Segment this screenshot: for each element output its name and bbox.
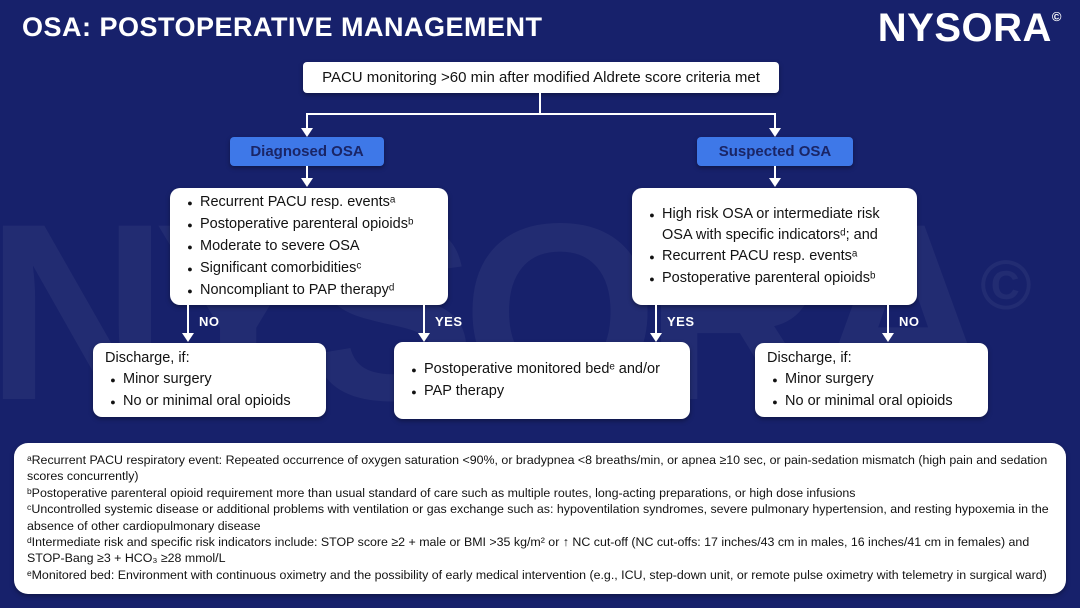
criteria-item: ● Recurrent PACU resp. eventsᵃ	[642, 246, 909, 268]
criteria-item-text: Moderate to severe OSA	[200, 237, 360, 254]
connector-left-drop	[306, 113, 308, 130]
arrowhead-left-yes	[418, 333, 430, 342]
bullet-icon: ●	[187, 219, 193, 230]
discharge-title: Discharge, if:	[767, 349, 852, 366]
outcome-box-discharge-left: Discharge, if: ● Minor surgery ● No or m…	[93, 343, 326, 417]
outcome-item-text: No or minimal oral opioids	[123, 392, 291, 409]
edge-label-right-yes: YES	[667, 314, 695, 329]
edge-label-left-no: NO	[199, 314, 220, 329]
connector-right-yes-stem	[655, 305, 657, 334]
arrowhead-right-yes	[650, 333, 662, 342]
bullet-icon: ●	[649, 251, 655, 262]
root-node-pacu-monitoring: PACU monitoring >60 min after modified A…	[303, 62, 779, 93]
node-diagnosed-osa: Diagnosed OSA	[230, 137, 384, 166]
suspected-osa-label: Suspected OSA	[718, 143, 832, 160]
discharge-title: Discharge, if:	[105, 349, 190, 366]
connector-right-drop	[774, 113, 776, 130]
connector-root-stem	[539, 92, 541, 115]
criteria-item-text: Recurrent PACU resp. eventsᵃ	[200, 193, 396, 210]
connector-split-line	[306, 113, 776, 115]
outcome-item: ● Minor surgery	[765, 369, 978, 391]
outcome-item-text: Postoperative monitored bedᵉ and/or	[424, 360, 660, 377]
outcome-item: ● Minor surgery	[103, 369, 316, 391]
outcome-item-text: Minor surgery	[123, 370, 212, 387]
edge-label-left-yes: YES	[435, 314, 463, 329]
bullet-icon: ●	[411, 364, 417, 375]
discharge-right-items: ● Minor surgery ● No or minimal oral opi…	[765, 369, 978, 413]
page-title: OSA: POSTOPERATIVE MANAGEMENT	[22, 12, 543, 42]
criteria-item-text: Recurrent PACU resp. eventsᵃ	[662, 247, 858, 264]
edge-label-right-no: NO	[899, 314, 920, 329]
criteria-item-text: Noncompliant to PAP therapyᵈ	[200, 281, 395, 298]
footnote: ᵃRecurrent PACU respiratory event: Repea…	[27, 453, 1048, 484]
arrowhead-right-no	[882, 333, 894, 342]
criteria-item-text: Significant comorbiditiesᶜ	[200, 259, 362, 276]
connector-left-yes-stem	[423, 305, 425, 334]
criteria-item: ● Postoperative parenteral opioidsᵇ	[180, 214, 440, 236]
criteria-item: ● Noncompliant to PAP therapyᵈ	[180, 280, 440, 302]
outcome-box-discharge-right: Discharge, if: ● Minor surgery ● No or m…	[755, 343, 988, 417]
outcome-item-text: No or minimal oral opioids	[785, 392, 953, 409]
outcome-item-text: PAP therapy	[424, 382, 505, 399]
discharge-left-items: ● Minor surgery ● No or minimal oral opi…	[103, 369, 316, 413]
diagnosed-osa-label: Diagnosed OSA	[250, 143, 364, 160]
connector-right-no-stem	[887, 305, 889, 334]
outcome-item: ● No or minimal oral opioids	[103, 391, 316, 413]
outcome-box-monitored-bed: ● Postoperative monitored bedᵉ and/or ● …	[394, 342, 690, 419]
connector-left-no-stem	[187, 305, 189, 334]
arrowhead-to-left-criteria	[301, 178, 313, 187]
nysora-logo: NYSORA©	[878, 6, 1062, 51]
criteria-item-text: Postoperative parenteral opioidsᵇ	[200, 215, 414, 232]
bullet-icon: ●	[772, 374, 778, 385]
connector-suspected-stem	[774, 166, 776, 179]
bullet-icon: ●	[411, 386, 417, 397]
outcome-item: ● Postoperative monitored bedᵉ and/or	[404, 359, 680, 381]
bullet-icon: ●	[187, 285, 193, 296]
connector-diagnosed-stem	[306, 166, 308, 179]
logo-copyright-mark: ©	[1051, 9, 1062, 24]
bullet-icon: ●	[110, 374, 116, 385]
criteria-item: ● Postoperative parenteral opioidsᵇ	[642, 268, 909, 290]
bullet-icon: ●	[649, 273, 655, 284]
bullet-icon: ●	[187, 263, 193, 274]
footnote: ᵈIntermediate risk and specific risk ind…	[27, 535, 1030, 566]
outcome-item-text: Minor surgery	[785, 370, 874, 387]
criteria-item: ● Moderate to severe OSA	[180, 236, 440, 258]
outcome-item: ● No or minimal oral opioids	[765, 391, 978, 413]
criteria-box-diagnosed: ● Recurrent PACU resp. eventsᵃ ● Postope…	[170, 188, 448, 305]
bullet-icon: ●	[110, 396, 116, 407]
bullet-icon: ●	[187, 197, 193, 208]
arrowhead-to-right-criteria	[769, 178, 781, 187]
footnote: ᵇPostoperative parenteral opioid require…	[27, 485, 856, 500]
criteria-item: ● Significant comorbiditiesᶜ	[180, 258, 440, 280]
criteria-item: ● Recurrent PACU resp. eventsᵃ	[180, 192, 440, 214]
arrowhead-to-suspected	[769, 128, 781, 137]
bullet-icon: ●	[649, 209, 655, 220]
criteria-item-text: High risk OSA or intermediate risk OSA w…	[662, 205, 880, 243]
arrowhead-left-no	[182, 333, 194, 342]
footnote: ᶜUncontrolled systemic disease or additi…	[27, 502, 1049, 533]
root-node-label: PACU monitoring >60 min after modified A…	[322, 69, 760, 86]
logo-text: NYSORA	[877, 6, 1052, 50]
watermark-copyright-mark: ©	[980, 246, 1032, 324]
criteria-item: ● High risk OSA or intermediate risk OSA…	[642, 204, 909, 246]
criteria-item-text: Postoperative parenteral opioidsᵇ	[662, 269, 876, 286]
bullet-icon: ●	[187, 241, 193, 252]
node-suspected-osa: Suspected OSA	[697, 137, 853, 166]
footnote: ᵉMonitored bed: Environment with continu…	[27, 567, 1047, 582]
footnotes-panel: ᵃRecurrent PACU respiratory event: Repea…	[14, 443, 1066, 594]
criteria-box-suspected: ● High risk OSA or intermediate risk OSA…	[632, 188, 917, 305]
bullet-icon: ●	[772, 396, 778, 407]
arrowhead-to-diagnosed	[301, 128, 313, 137]
outcome-item: ● PAP therapy	[404, 381, 680, 403]
